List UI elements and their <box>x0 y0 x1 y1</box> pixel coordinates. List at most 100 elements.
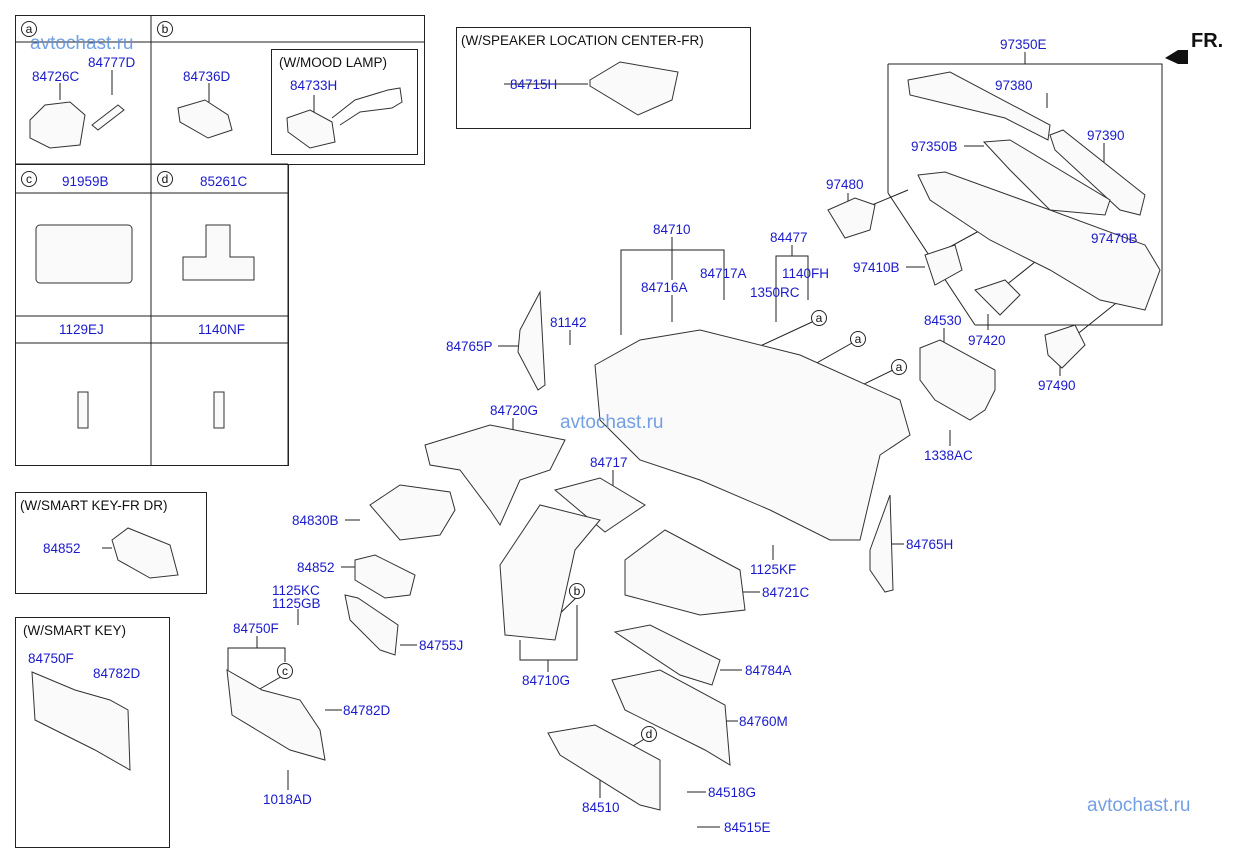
part-label-84784a[interactable]: 84784A <box>745 663 792 678</box>
part-label-84736d[interactable]: 84736D <box>183 69 231 84</box>
part-label-84760m[interactable]: 84760M <box>739 714 788 729</box>
smart-key-title: (W/SMART KEY) <box>23 623 127 638</box>
watermark: avtochast.ru <box>1087 795 1191 816</box>
part-84715h-shape <box>589 61 679 116</box>
front-direction-label: FR. <box>1191 30 1224 52</box>
part-84852-option-shape <box>111 527 179 579</box>
part-label-84755j[interactable]: 84755J <box>419 638 464 653</box>
part-84733h-shape <box>286 109 336 149</box>
smart-key-fr-dr-box <box>15 492 207 594</box>
smart-key-fr-dr-title: (W/SMART KEY-FR DR) <box>20 498 168 513</box>
part-84750f-option-shape <box>31 671 131 771</box>
part-84710g-shape <box>499 504 601 641</box>
marker-a: a <box>21 21 37 37</box>
part-label-84716a[interactable]: 84716A <box>641 280 688 295</box>
part-label-1140nf[interactable]: 1140NF <box>198 322 246 337</box>
part-label-91959b[interactable]: 91959B <box>62 174 109 189</box>
part-label-84717[interactable]: 84717 <box>590 455 628 470</box>
part-84721c-shape <box>624 529 746 616</box>
part-label-84710g[interactable]: 84710G <box>522 673 571 688</box>
part-label-97410b[interactable]: 97410B <box>853 260 900 275</box>
callout-a-1: a <box>811 310 827 326</box>
part-84510-shape <box>547 724 661 811</box>
part-97380-shape <box>907 71 1051 141</box>
part-label-84765h[interactable]: 84765H <box>906 537 954 552</box>
part-label-84750f-option[interactable]: 84750F <box>28 651 74 666</box>
watermark: avtochast.ru <box>30 33 134 54</box>
part-label-84782d[interactable]: 84782D <box>343 703 391 718</box>
part-label-84765p[interactable]: 84765P <box>446 339 493 354</box>
part-84755j-shape <box>344 594 399 656</box>
part-84852-shape <box>354 554 416 599</box>
callout-b: b <box>569 583 585 599</box>
part-label-97380[interactable]: 97380 <box>995 78 1033 93</box>
part-label-1129ej[interactable]: 1129EJ <box>59 322 104 337</box>
part-84777d-shape <box>91 104 125 131</box>
part-label-1018ad[interactable]: 1018AD <box>263 792 312 807</box>
part-label-84720g[interactable]: 84720G <box>490 403 539 418</box>
part-97410b-shape <box>924 244 963 286</box>
part-84736d-shape <box>177 99 233 139</box>
speaker-option-box <box>456 27 751 129</box>
part-label-1125gb[interactable]: 1125GB <box>272 596 321 611</box>
part-label-81142[interactable]: 81142 <box>550 315 587 330</box>
part-label-1350rc[interactable]: 1350RC <box>750 285 800 300</box>
watermark: avtochast.ru <box>560 412 664 433</box>
part-label-84515e[interactable]: 84515E <box>724 820 771 835</box>
part-label-97390[interactable]: 97390 <box>1087 128 1125 143</box>
part-label-84715h[interactable]: 84715H <box>510 77 558 92</box>
part-label-84782d-option[interactable]: 84782D <box>93 666 141 681</box>
part-97490-shape <box>1044 324 1086 369</box>
part-label-97350b[interactable]: 97350B <box>911 139 958 154</box>
part-label-84852[interactable]: 84852 <box>297 560 335 575</box>
part-label-84510[interactable]: 84510 <box>582 800 620 815</box>
part-84784a-shape <box>613 624 721 686</box>
part-label-97470b[interactable]: 97470B <box>1091 231 1138 246</box>
part-label-1338ac[interactable]: 1338AC <box>924 448 973 463</box>
part-label-1140fh[interactable]: 1140FH <box>782 266 830 281</box>
part-85261c-shape <box>182 224 255 281</box>
part-label-84733h[interactable]: 84733H <box>290 78 338 93</box>
part-duct-main-shape <box>917 171 1161 311</box>
part-label-97350e[interactable]: 97350E <box>1000 37 1047 52</box>
part-84720g-shape <box>424 424 566 527</box>
marker-d: d <box>157 171 173 187</box>
callout-d: d <box>641 726 657 742</box>
mood-lamp-title: (W/MOOD LAMP) <box>279 55 387 70</box>
part-label-1125kc[interactable]: 1125KC <box>272 583 320 598</box>
part-97350b-shape <box>982 139 1111 216</box>
part-label-84852-option[interactable]: 84852 <box>43 541 81 556</box>
part-label-84477[interactable]: 84477 <box>770 230 808 245</box>
mood-lamp-box <box>271 49 418 155</box>
marker-c: c <box>21 171 37 187</box>
part-1129ej-shape <box>77 391 89 429</box>
part-84750f-shape <box>226 669 326 761</box>
part-84710-shape <box>594 329 911 541</box>
part-label-84721c[interactable]: 84721C <box>762 585 810 600</box>
part-84830b-shape <box>369 484 456 541</box>
part-label-97490[interactable]: 97490 <box>1038 378 1076 393</box>
part-97480-shape <box>827 197 876 239</box>
part-84765p-shape <box>517 290 546 391</box>
part-label-84777d[interactable]: 84777D <box>88 55 136 70</box>
part-84530-shape <box>919 339 996 421</box>
part-label-97420[interactable]: 97420 <box>968 333 1006 348</box>
speaker-option-title: (W/SPEAKER LOCATION CENTER-FR) <box>461 33 704 48</box>
part-97420-shape <box>974 279 1021 316</box>
marker-b: b <box>157 21 173 37</box>
front-direction-arrow <box>1165 50 1188 64</box>
part-label-84830b[interactable]: 84830B <box>292 513 339 528</box>
part-label-84710[interactable]: 84710 <box>653 222 691 237</box>
part-label-84530[interactable]: 84530 <box>924 313 962 328</box>
part-label-84726c[interactable]: 84726C <box>32 69 80 84</box>
part-label-84717a[interactable]: 84717A <box>700 266 747 281</box>
part-91959b-shape <box>35 224 133 284</box>
part-label-1125kf[interactable]: 1125KF <box>750 562 797 577</box>
part-label-85261c[interactable]: 85261C <box>200 174 248 189</box>
part-label-97480[interactable]: 97480 <box>826 177 864 192</box>
part-label-84750f[interactable]: 84750F <box>233 621 279 636</box>
callout-c: c <box>277 663 293 679</box>
part-84765h-shape <box>869 494 894 593</box>
part-label-84518g[interactable]: 84518G <box>708 785 757 800</box>
